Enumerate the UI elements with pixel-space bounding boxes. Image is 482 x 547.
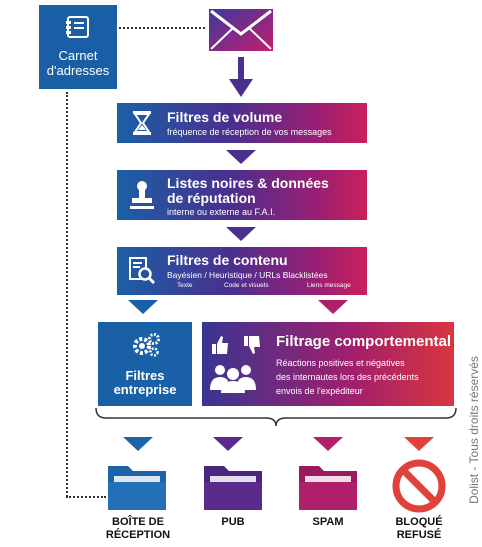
outcome-blocked-line2: REFUSÉ <box>396 529 442 541</box>
enterprise-title-line1: Filtres <box>125 368 165 383</box>
blacklist-title-line1: Listes noires & données <box>167 175 329 191</box>
gears-icon <box>133 333 160 357</box>
outcome-label-pub: PUB <box>198 516 268 529</box>
address-book-label-line2: d'adresses <box>46 63 110 78</box>
outcome-inbox-line2: RÉCEPTION <box>105 529 171 541</box>
blacklist-filter-subtitle: interne ou externe au F.A.I. <box>167 207 276 217</box>
outcome-label-spam: SPAM <box>293 516 363 529</box>
content-note-code: Code et visuels <box>224 282 269 289</box>
thumbs-icon <box>212 336 260 354</box>
forbidden-icon <box>392 459 446 513</box>
brace <box>95 407 457 427</box>
connector-addressbook-envelope <box>119 27 205 29</box>
arrow-envelope-down <box>229 57 253 97</box>
enterprise-filter-box: Filtres entreprise <box>98 322 192 406</box>
outcome-spam-line1: SPAM <box>312 516 344 528</box>
outcome-pub-line1: PUB <box>221 516 245 528</box>
arrow-outcome-spam <box>313 437 343 451</box>
arrow-outcome-blocked <box>404 437 434 451</box>
arrow-content-right <box>318 300 348 314</box>
volume-filter-box: Filtres de volume fréquence de réception… <box>117 103 367 143</box>
arrow-blacklist-down <box>226 227 256 241</box>
outcome-blocked-line1: BLOQUÉ <box>395 516 443 528</box>
blacklist-title-line2: de réputation <box>167 190 256 206</box>
enterprise-filter-title: Filtres entreprise <box>98 369 192 397</box>
address-book-label: Carnet d'adresses <box>39 48 117 78</box>
folder-icon <box>108 466 166 510</box>
behavioral-filter-desc: Réactions positives et négatives des int… <box>276 356 419 398</box>
arrow-volume-down <box>226 150 256 164</box>
address-book-icon <box>66 16 89 38</box>
document-search-icon <box>129 257 156 285</box>
credit-text: Dolist - Tous droits réservés <box>467 356 481 504</box>
outcome-inbox-line1: BOÎTE DE <box>112 516 164 528</box>
content-filter-subtitle: Bayésien / Heuristique / URLs Blacklisté… <box>167 270 328 280</box>
behavioral-filter-box: Filtrage comportemental Réactions positi… <box>202 322 454 406</box>
arrow-content-left <box>128 300 158 314</box>
behavioral-desc-line2: des internautes lors des précédents <box>276 372 419 382</box>
blacklist-filter-title: Listes noires & données de réputation <box>167 176 329 206</box>
people-icon <box>210 365 256 393</box>
volume-filter-subtitle: fréquence de réception de vos messages <box>167 127 332 137</box>
content-filter-box: Filtres de contenu Bayésien / Heuristiqu… <box>117 247 367 295</box>
enterprise-title-line2: entreprise <box>113 382 177 397</box>
behavioral-desc-line1: Réactions positives et négatives <box>276 358 405 368</box>
folder-icon <box>299 466 357 510</box>
hourglass-icon <box>133 111 151 135</box>
stamp-icon <box>130 181 154 209</box>
envelope-icon <box>209 9 273 51</box>
address-book-label-line1: Carnet <box>58 48 98 63</box>
connector-addressbook-inbox <box>66 496 106 498</box>
volume-filter-title: Filtres de volume <box>167 109 283 125</box>
folder-icon <box>204 466 262 510</box>
behavioral-filter-title: Filtrage comportemental <box>276 333 452 350</box>
content-note-liens: Liens message <box>307 282 351 289</box>
behavioral-desc-line3: envois de l'expéditeur <box>276 386 363 396</box>
content-filter-title: Filtres de contenu <box>167 252 288 268</box>
connector-addressbook-down <box>66 92 68 497</box>
arrow-outcome-pub <box>213 437 243 451</box>
outcome-label-blocked: BLOQUÉ REFUSÉ <box>384 516 454 542</box>
outcome-label-inbox: BOÎTE DE RÉCEPTION <box>94 516 182 542</box>
content-note-texte: Texte <box>177 282 193 289</box>
blacklist-filter-box: Listes noires & données de réputation in… <box>117 170 367 220</box>
arrow-outcome-inbox <box>123 437 153 451</box>
address-book-box: Carnet d'adresses <box>39 5 117 89</box>
